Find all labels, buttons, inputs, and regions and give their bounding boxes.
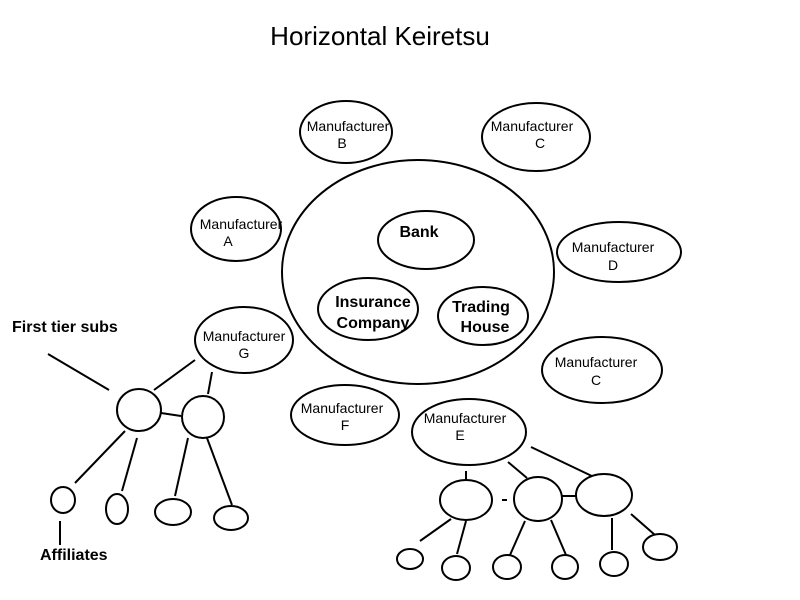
e-affiliate-4 bbox=[551, 554, 579, 580]
e-sub2-to-affiliate3-line bbox=[509, 520, 526, 556]
manufacturer-g-node: Manufacturer G bbox=[194, 306, 294, 374]
manufacturer-b-letter: B bbox=[337, 135, 346, 151]
manufacturer-f-node: Manufacturer F bbox=[290, 384, 400, 446]
manufacturer-c-top-letter: C bbox=[535, 135, 545, 151]
g-affiliate-4 bbox=[213, 505, 249, 531]
g-first-tier-sub-1 bbox=[116, 388, 162, 432]
manufacturer-f-label: Manufacturer bbox=[301, 400, 384, 416]
e-first-tier-sub-1 bbox=[439, 479, 493, 521]
bank-node: Bank bbox=[377, 210, 475, 270]
sub1-to-affiliate1-line bbox=[74, 430, 126, 484]
g-to-sub1-line bbox=[153, 359, 196, 391]
e-first-tier-sub-2 bbox=[513, 476, 563, 522]
insurance-label-line2: Company bbox=[337, 315, 410, 332]
manufacturer-a-letter: A bbox=[223, 233, 233, 249]
first-tier-pointer-line bbox=[47, 353, 110, 391]
g-to-sub2-line bbox=[207, 371, 213, 395]
manufacturer-d-label: Manufacturer bbox=[572, 239, 655, 255]
manufacturer-c-right-node: Manufacturer C bbox=[541, 336, 663, 404]
manufacturer-a-node: Manufacturer A bbox=[190, 196, 283, 262]
e-sub3-to-affiliate6-line bbox=[630, 513, 656, 536]
trading-label-line1: Trading bbox=[452, 299, 510, 316]
manufacturer-c-right-letter: C bbox=[591, 372, 601, 388]
trading-label-line2: House bbox=[461, 319, 510, 336]
e-to-sub2-line bbox=[507, 461, 528, 479]
manufacturer-g-label: Manufacturer bbox=[203, 328, 286, 344]
manufacturer-e-node: Manufacturer E bbox=[411, 398, 527, 466]
e-subsidiary-network bbox=[396, 446, 678, 581]
manufacturer-g-letter: G bbox=[239, 345, 250, 361]
insurance-company-node: Insurance Company bbox=[317, 277, 419, 341]
core-group-circle bbox=[281, 159, 555, 385]
manufacturer-b-node: Manufacturer B bbox=[299, 100, 393, 164]
sub1-to-sub2-line bbox=[160, 412, 182, 417]
e-affiliate-5 bbox=[599, 551, 629, 577]
first-tier-subs-label: First tier subs bbox=[12, 319, 118, 336]
manufacturer-e-letter: E bbox=[455, 427, 464, 443]
manufacturer-a-label: Manufacturer bbox=[200, 216, 283, 232]
g-first-tier-sub-2 bbox=[181, 395, 225, 439]
e-affiliate-1 bbox=[396, 548, 424, 570]
e-affiliate-2 bbox=[441, 555, 471, 581]
e-affiliate-3 bbox=[492, 554, 522, 580]
affiliates-label: Affiliates bbox=[40, 547, 108, 564]
e-to-sub3-line bbox=[530, 446, 597, 479]
manufacturer-b-label: Manufacturer bbox=[307, 118, 390, 134]
manufacturer-f-letter: F bbox=[341, 417, 350, 433]
manufacturer-c-right-label: Manufacturer bbox=[555, 354, 638, 370]
sub2-to-affiliate4-line bbox=[206, 437, 233, 506]
manufacturer-e-label: Manufacturer bbox=[424, 410, 507, 426]
manufacturer-d-letter: D bbox=[608, 257, 618, 273]
e-sub1-to-affiliate2-line bbox=[456, 520, 467, 555]
e-sub1-to-affiliate1-line bbox=[419, 518, 452, 542]
g-affiliate-3 bbox=[154, 498, 192, 526]
sub2-to-affiliate3-line bbox=[174, 437, 189, 497]
g-affiliate-2 bbox=[105, 493, 129, 525]
sub1-to-affiliate2-line bbox=[121, 437, 138, 492]
manufacturer-c-top-node: Manufacturer C bbox=[481, 102, 591, 172]
diagram-title: Horizontal Keiretsu bbox=[270, 21, 490, 51]
manufacturer-c-top-label: Manufacturer bbox=[491, 118, 574, 134]
g-affiliate-1 bbox=[50, 486, 76, 514]
insurance-label-line1: Insurance bbox=[335, 294, 411, 311]
e-sub2-to-affiliate4-line bbox=[550, 519, 567, 556]
trading-house-node: Trading House bbox=[437, 286, 529, 346]
e-affiliate-6 bbox=[642, 533, 678, 561]
bank-label: Bank bbox=[399, 224, 438, 241]
g-subsidiary-network bbox=[47, 353, 249, 545]
manufacturer-d-node: Manufacturer D bbox=[556, 221, 682, 283]
e-first-tier-sub-3 bbox=[575, 473, 633, 517]
